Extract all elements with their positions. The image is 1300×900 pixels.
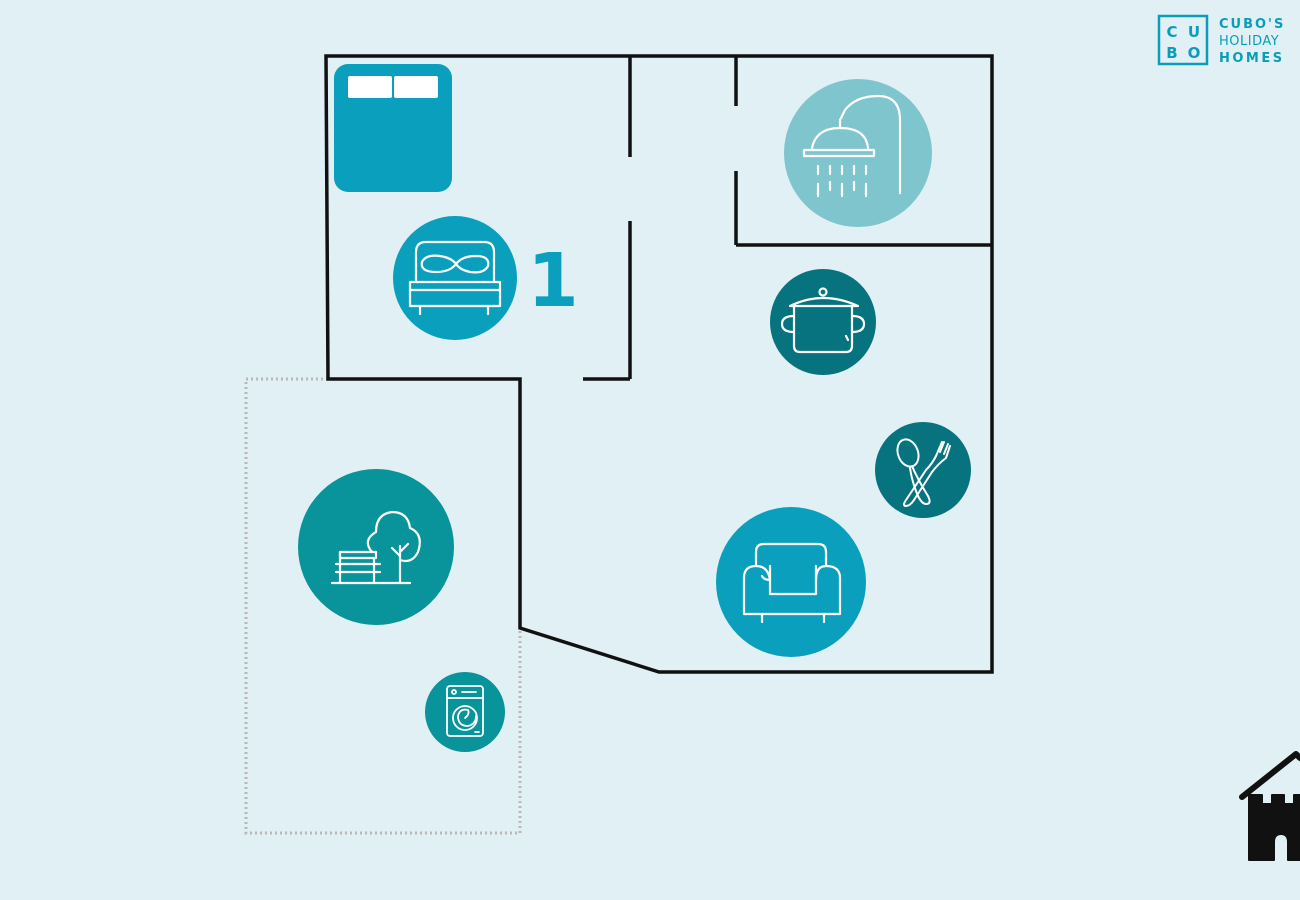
logo-word-cubos: CUBO'S: [1219, 17, 1285, 32]
terrace-outline: [244, 377, 522, 835]
garden-bench-tree-icon: [298, 469, 454, 625]
logo-letter-b: B: [1166, 44, 1177, 62]
washing-machine-icon: [425, 672, 505, 752]
brand-logo: C U B O CUBO'S HOLIDAY HOMES: [1157, 14, 1285, 66]
sofa-icon: [716, 507, 866, 657]
pillow-right: [394, 76, 438, 98]
pillow-left: [348, 76, 392, 98]
castle-house-icon: [1239, 751, 1300, 861]
logo-word-homes: HOMES: [1219, 51, 1285, 66]
bedroom-number: 1: [527, 238, 579, 324]
logo-box: [1157, 14, 1209, 66]
bed-block: [334, 64, 452, 192]
cooking-pot-icon: [770, 269, 876, 375]
cutlery-icon: [875, 422, 971, 518]
logo-word-holiday: HOLIDAY: [1219, 34, 1279, 49]
exterior-wall: [324, 54, 994, 674]
logo-letter-c: C: [1166, 23, 1177, 41]
walls: [324, 54, 994, 674]
logo-letter-u: U: [1188, 23, 1200, 41]
shower-icon: [784, 79, 932, 227]
bed-icon: [393, 216, 517, 340]
logo-letter-o: O: [1188, 44, 1201, 62]
